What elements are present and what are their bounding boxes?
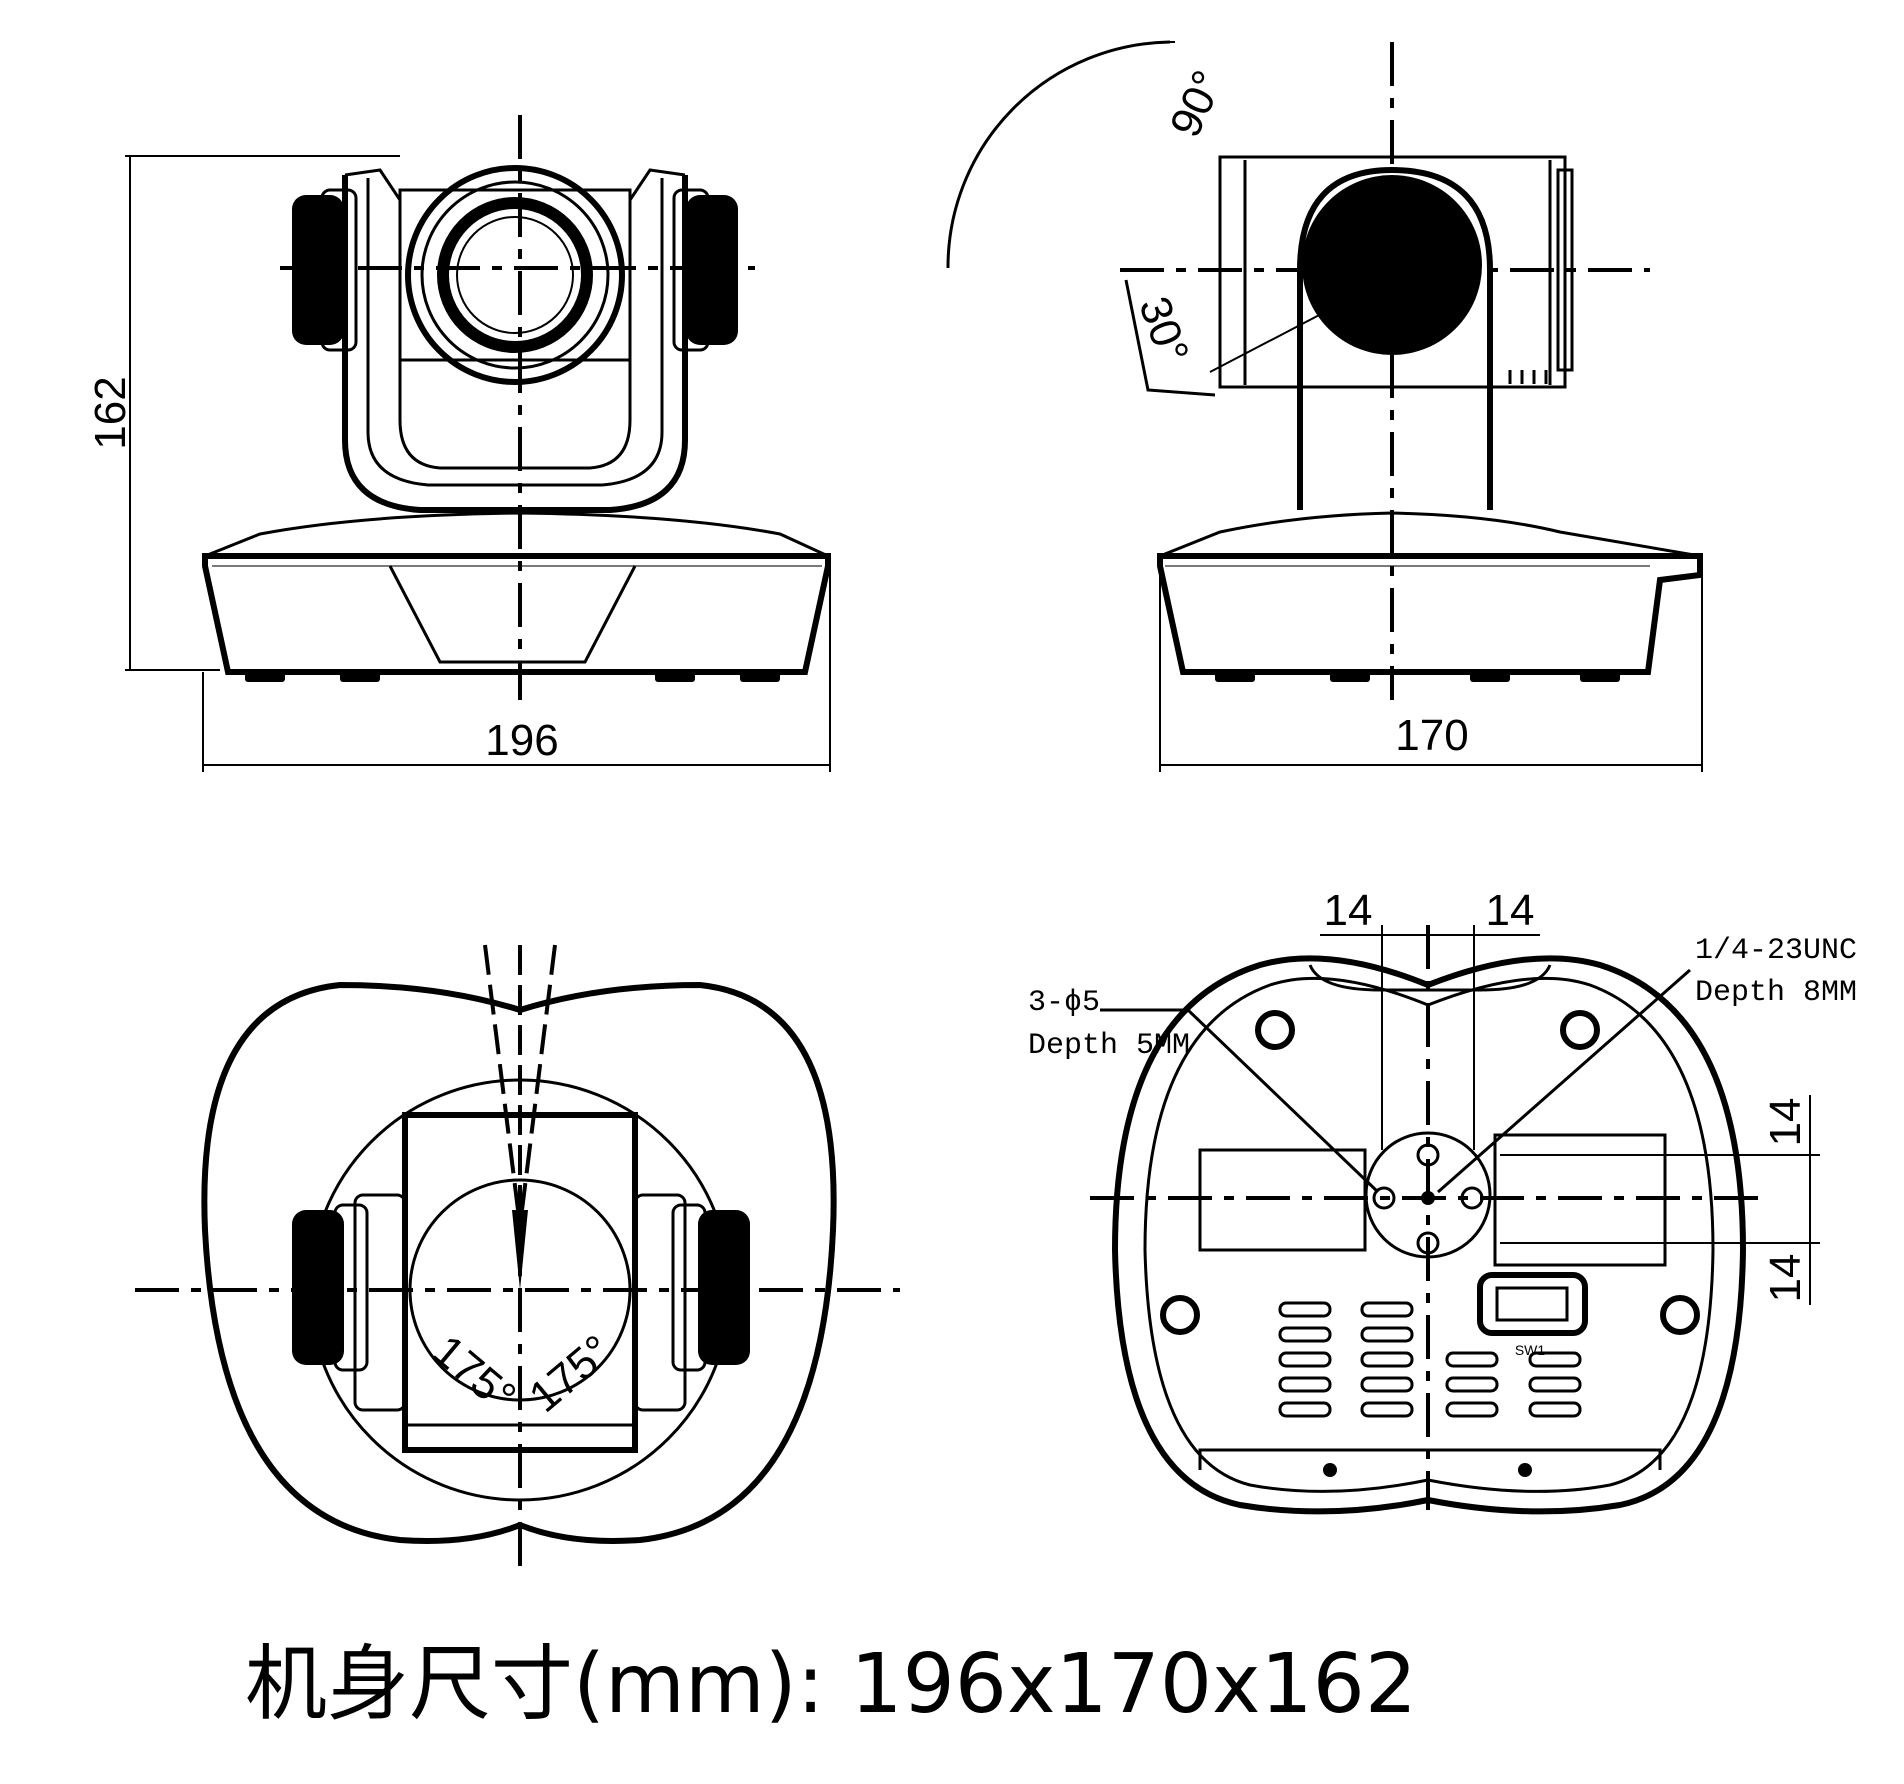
lens-housing <box>405 165 625 385</box>
top-right-knob <box>698 1210 750 1365</box>
side-arm <box>1297 166 1493 510</box>
spacing-upper-label: 14 <box>1761 1098 1810 1147</box>
spacing-right-label: 14 <box>1486 886 1535 935</box>
holes-note-line1: 3-ϕ5 <box>1028 986 1100 1020</box>
spacing-lower-label: 14 <box>1761 1254 1810 1303</box>
front-yoke-outer <box>342 175 688 513</box>
bottom-view: SW1 14 14 <box>1028 886 1857 1515</box>
foot <box>740 672 780 682</box>
height-label: 162 <box>86 376 135 449</box>
thread-note-line1: 1/4-23UNC <box>1695 934 1857 968</box>
mount-hole <box>1560 1010 1600 1050</box>
mount-hole <box>1255 1010 1295 1050</box>
side-lens <box>1302 175 1482 355</box>
foot <box>245 672 285 682</box>
front-base <box>202 553 831 675</box>
side-base-top <box>1159 511 1701 558</box>
spacing-left-label: 14 <box>1324 886 1373 935</box>
front-head <box>398 188 632 362</box>
holes-leader <box>1100 1008 1380 1194</box>
lens <box>437 197 593 353</box>
foot <box>655 672 695 682</box>
foot <box>340 672 380 682</box>
pan-right-label: 175° <box>520 1326 621 1422</box>
dimensions-caption: 机身尺寸(mm): 196x170x162 <box>245 1637 1417 1732</box>
front-yoke-inner <box>366 178 664 487</box>
side-width-label: 170 <box>1395 711 1468 760</box>
tilt-up-arc <box>946 40 1171 269</box>
front-yoke-inner2 <box>398 200 632 470</box>
tilt-up-label: 90° <box>1161 63 1234 144</box>
tilt-down-arc <box>1124 279 1216 397</box>
front-base-recess <box>388 565 637 664</box>
side-view: 90° 30° 170 <box>946 40 1703 772</box>
switch <box>1477 1272 1588 1336</box>
tilt-down-line <box>1209 311 1326 373</box>
side-base <box>1157 553 1703 675</box>
thread-note-line2: Depth 8MM <box>1695 976 1857 1010</box>
width-label: 196 <box>485 716 558 765</box>
side-vents <box>1508 370 1548 384</box>
tilt-down-label: 30° <box>1129 290 1198 369</box>
front-base-top <box>204 511 829 558</box>
fov-line <box>483 944 520 1211</box>
top-left-knob <box>292 1210 344 1365</box>
vent-slots <box>1278 1301 1582 1418</box>
mount-hole <box>1660 1295 1700 1335</box>
pan-left-label: 175° <box>424 1326 525 1422</box>
mount-hole <box>1160 1295 1200 1335</box>
holes-note-line2: Depth 5MM <box>1028 1029 1190 1063</box>
front-view: 162 196 <box>86 115 831 772</box>
top-view: 175° 175° <box>135 944 900 1570</box>
thread-leader <box>1437 968 1691 1194</box>
